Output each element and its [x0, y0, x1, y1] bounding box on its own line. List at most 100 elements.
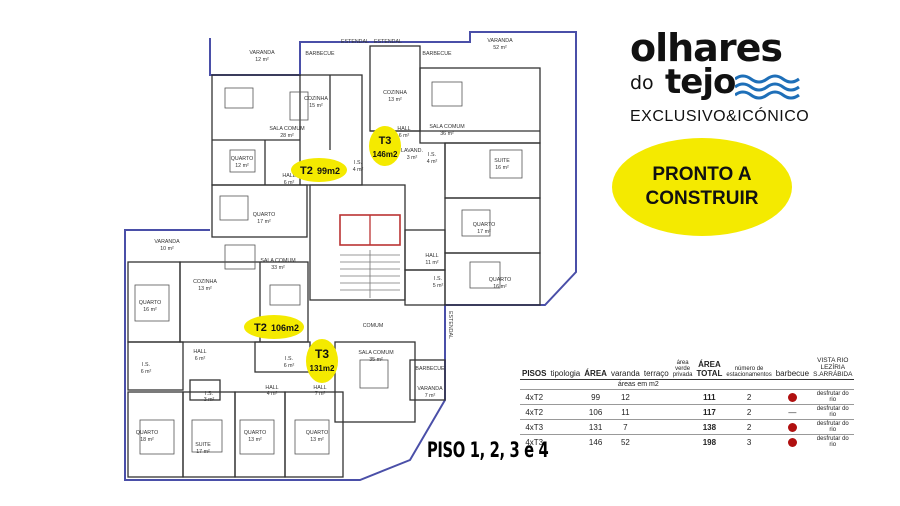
room-area: 4 m² [427, 159, 438, 165]
stairs [340, 250, 400, 298]
cell-area: 146 [582, 434, 609, 449]
room-label: HALL [397, 126, 410, 132]
cell-vista: desfrutar do rio [811, 434, 855, 449]
room-label: COZINHA [193, 279, 217, 285]
brand-line2b: tejo [665, 62, 736, 102]
cell-pisos: 4xT2 [520, 389, 549, 405]
room-area: 6 m² [141, 369, 152, 375]
room-area: 6 m² [399, 133, 410, 139]
cell-area: 99 [582, 389, 609, 405]
room-label: SUITE [494, 158, 510, 164]
cell-terraco [641, 404, 671, 420]
room-area: 15 m² [309, 103, 323, 109]
cell-terraco [641, 389, 671, 405]
room-label: VARANDA [487, 38, 513, 44]
room-label: LAVAND. [401, 148, 423, 154]
room-area: 17 m² [257, 219, 271, 225]
room-area: 33 m² [271, 265, 285, 271]
table-header: VISTA RIO LEZÍRIA S.ARRÁBIDA [811, 356, 855, 380]
cell-vista: desfrutar do rio [811, 389, 855, 405]
room-area: 16 m² [493, 284, 507, 290]
unit-labels: T2 99m2 T3 146m2 T2 106m2 T3 131m2 [244, 126, 401, 383]
table-row: 4xT2 99 12 111 2 desfrutar do rio [520, 389, 855, 405]
room-label: SUITE [195, 442, 211, 448]
room-label: BARBECUE [422, 51, 452, 57]
room-area: 6 m² [284, 180, 295, 186]
room-label: HALL [425, 253, 438, 259]
table-header: número de estacionamentos [724, 356, 774, 380]
waves-icon [735, 74, 800, 100]
room-label: I.S. [428, 152, 436, 158]
room-label: I.S. [354, 160, 362, 166]
room-label: SALA COMUM [269, 126, 304, 132]
room-area: 10 m² [160, 246, 174, 252]
room-area: 18 m² [140, 437, 154, 443]
room-label: SALA COMUM [429, 124, 464, 130]
cell-total: 111 [694, 389, 725, 405]
room-label: SALA COMUM [260, 258, 295, 264]
barbecue-dot-icon [787, 392, 797, 402]
table-row: 4xT3 131 7 138 2 desfrutar do rio [520, 419, 855, 435]
room-label: COZINHA [304, 96, 328, 102]
summary-table: PISOS tipologia ÁREA varanda terraço áre… [520, 356, 855, 449]
cell-pisos: 4xT3 [520, 419, 549, 435]
table-header: varanda [608, 356, 642, 380]
room-area: 17 m² [477, 229, 491, 235]
room-area: 6 m² [284, 363, 295, 369]
cell-estac: 2 [724, 404, 774, 420]
room-area: 7 m² [315, 391, 326, 397]
cell-verde [670, 434, 695, 449]
unit-type: T2 [254, 322, 267, 334]
cell-total: 138 [694, 419, 725, 435]
room-label: QUARTO [489, 277, 511, 283]
room-area: 16 m² [495, 165, 509, 171]
cell-estac: 3 [724, 434, 774, 449]
room-area: 52 m² [493, 45, 507, 51]
room-label: BARBECUE [305, 51, 335, 57]
room-label: ESTENDAL [341, 39, 369, 45]
room-area: 11 m² [425, 260, 438, 266]
room-label: VARANDA [417, 386, 443, 392]
room-label: I.S. [205, 391, 213, 397]
room-label: HALL [193, 349, 206, 355]
unit-type: T2 [300, 165, 313, 177]
cell-varanda: 52 [608, 434, 642, 449]
room-label: QUARTO [253, 212, 275, 218]
furniture [134, 81, 523, 455]
brand-line2a: do [630, 72, 654, 94]
room-label: QUARTO [306, 430, 328, 436]
cell-area: 131 [582, 419, 609, 435]
cell-verde [670, 419, 695, 435]
room-area: 35 m² [369, 357, 383, 363]
room-label: I.S. [285, 356, 293, 362]
table-header: PISOS [520, 356, 549, 380]
unit-area: 106m2 [271, 323, 299, 333]
room-area: 7 m² [425, 393, 436, 399]
room-label: COZINHA [383, 90, 407, 96]
room-area: 36 m² [440, 131, 454, 137]
table-header: ÁREA [582, 356, 609, 380]
room-label: HALL [265, 385, 278, 391]
cell-pisos: 4xT3 [520, 434, 549, 449]
cell-estac: 2 [724, 389, 774, 405]
table-header: ÁREA TOTAL [694, 356, 725, 380]
cell-varanda: 12 [608, 389, 642, 405]
exterior-walls [124, 31, 577, 481]
interior-walls [127, 45, 541, 478]
cell-vista: desfrutar do rio [811, 419, 855, 435]
room-area: 28 m² [280, 133, 294, 139]
badge-line1: PRONTO A [652, 164, 752, 185]
barbecue-dot-icon [787, 422, 797, 432]
room-label: COMUM [363, 323, 384, 329]
room-area: 4 m² [267, 391, 278, 397]
room-area: 3 m² [407, 155, 418, 161]
cell-total: 198 [694, 434, 725, 449]
cell-estac: 2 [724, 419, 774, 435]
table-row: 4xT3 146 52 198 3 desfrutar do rio [520, 434, 855, 449]
cell-varanda: 7 [608, 419, 642, 435]
room-label: I.S. [434, 276, 442, 282]
room-label: ESTENDAL [447, 311, 453, 339]
barbecue-dot-icon [787, 437, 797, 447]
cell-total: 117 [694, 404, 725, 420]
